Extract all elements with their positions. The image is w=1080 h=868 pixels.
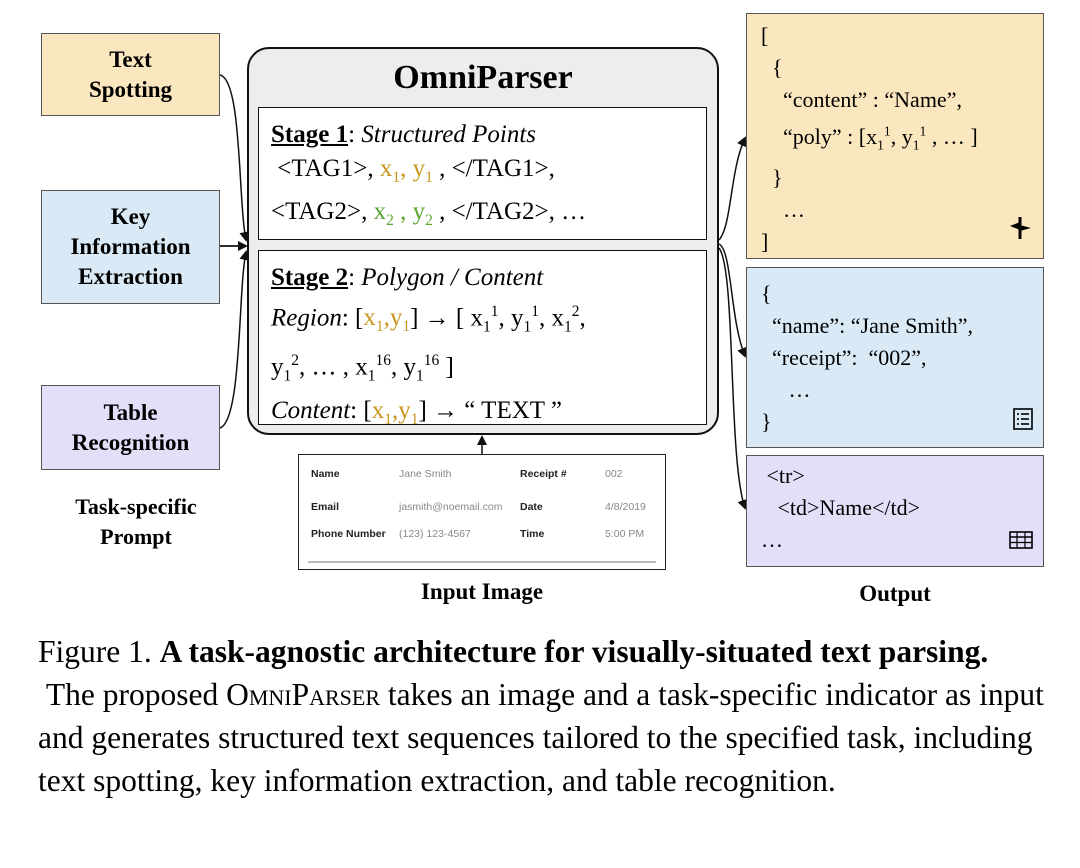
input-key: Receipt # bbox=[520, 468, 567, 480]
pin-icon bbox=[1007, 215, 1033, 250]
output-line: { bbox=[761, 281, 772, 306]
kie-prompt: Key Information Extraction bbox=[41, 190, 220, 304]
stage1-heading: Stage 1: Structured Points bbox=[271, 121, 537, 148]
input-key: Email bbox=[311, 501, 340, 513]
text-spotting-prompt: Text Spotting bbox=[41, 33, 220, 116]
stage2-content-line: Content: [x1,y1] → “ TEXT ” bbox=[271, 396, 562, 428]
output-line: … bbox=[761, 527, 783, 552]
input-key: Time bbox=[520, 528, 545, 540]
arrow-text-spotting bbox=[219, 74, 250, 242]
stage1-line2: <TAG2>, x2 , y2 , </TAG2>, … bbox=[271, 198, 587, 229]
input-value: Jane Smith bbox=[399, 468, 452, 480]
output-line: <td>Name</td> bbox=[761, 495, 921, 520]
stage1-panel: Stage 1: Structured Points <TAG1>, x1, y… bbox=[258, 107, 707, 240]
output-line: “receipt”: “002”, bbox=[761, 345, 927, 370]
list-icon bbox=[1013, 407, 1033, 439]
kie-output: { “name”: “Jane Smith”, “receipt”: “002”… bbox=[746, 267, 1044, 448]
output-line: “poly” : [x11, y11 , … ] bbox=[761, 124, 978, 153]
output-line: } bbox=[761, 409, 772, 434]
stage2-panel: Stage 2: Polygon / Content Region: [x1,y… bbox=[258, 250, 707, 428]
output-caption: Output bbox=[859, 581, 931, 606]
output-line: } bbox=[761, 164, 783, 190]
arrow-output-table bbox=[718, 247, 748, 510]
omniparser-name: OmniParser bbox=[226, 677, 381, 712]
output-line: { bbox=[761, 55, 783, 80]
arrow-output-kie bbox=[718, 243, 747, 358]
text-spotting-label: Text Spotting bbox=[88, 46, 173, 102]
output-line: … bbox=[761, 196, 805, 222]
input-value: jasmith@noemail.com bbox=[399, 501, 503, 513]
stage1-line1: <TAG1>, x1, y1 , </TAG1>, bbox=[277, 155, 555, 186]
input-key: Phone Number bbox=[311, 528, 386, 540]
output-line: ] bbox=[761, 228, 769, 254]
stage2-region-line: Region: [x1,y1] → [ x11, y11, x12, bbox=[271, 303, 586, 336]
stage2-region-line2: y12, … , x116, y116 ] bbox=[271, 352, 454, 385]
input-image-caption: Input Image bbox=[420, 579, 544, 604]
output-line: “name”: “Jane Smith”, bbox=[761, 313, 973, 338]
input-value: 5:00 PM bbox=[605, 528, 645, 540]
kie-label: Key Information Extraction bbox=[70, 204, 191, 289]
task-specific-prompt-caption: Task-specific Prompt bbox=[75, 494, 197, 549]
output-line: … bbox=[761, 377, 811, 402]
input-value: 4/8/2019 bbox=[605, 501, 646, 513]
output-line: [ bbox=[761, 23, 769, 48]
arrow-output-spotting bbox=[718, 136, 747, 241]
input-image-divider bbox=[308, 561, 656, 563]
output-line: “content” : “Name”, bbox=[761, 87, 962, 112]
input-image: Name Jane Smith Receipt # 002 Email jasm… bbox=[298, 454, 666, 570]
stage2-heading: Stage 2: Polygon / Content bbox=[271, 264, 544, 291]
output-line: <tr> bbox=[761, 463, 805, 488]
input-value: 002 bbox=[605, 468, 623, 480]
table-icon bbox=[1009, 526, 1033, 558]
table-output: <tr> <td>Name</td> … bbox=[746, 455, 1044, 567]
figure-label: Figure 1. bbox=[38, 634, 152, 669]
input-value: (123) 123-4567 bbox=[399, 528, 471, 540]
text-spotting-output: [ { “content” : “Name”, “poly” : [x11, y… bbox=[746, 13, 1044, 259]
arrow-table-recognition bbox=[219, 250, 250, 429]
input-key: Date bbox=[520, 501, 543, 513]
table-recognition-label: Table Recognition bbox=[71, 399, 190, 455]
input-key: Name bbox=[311, 468, 340, 480]
omniparser-title: OmniParser bbox=[393, 59, 573, 96]
figure-caption: Figure 1. A task-agnostic architecture f… bbox=[38, 634, 1044, 798]
figure-caption-bold: A task-agnostic architecture for visuall… bbox=[159, 634, 989, 669]
table-recognition-prompt: Table Recognition bbox=[41, 385, 220, 470]
